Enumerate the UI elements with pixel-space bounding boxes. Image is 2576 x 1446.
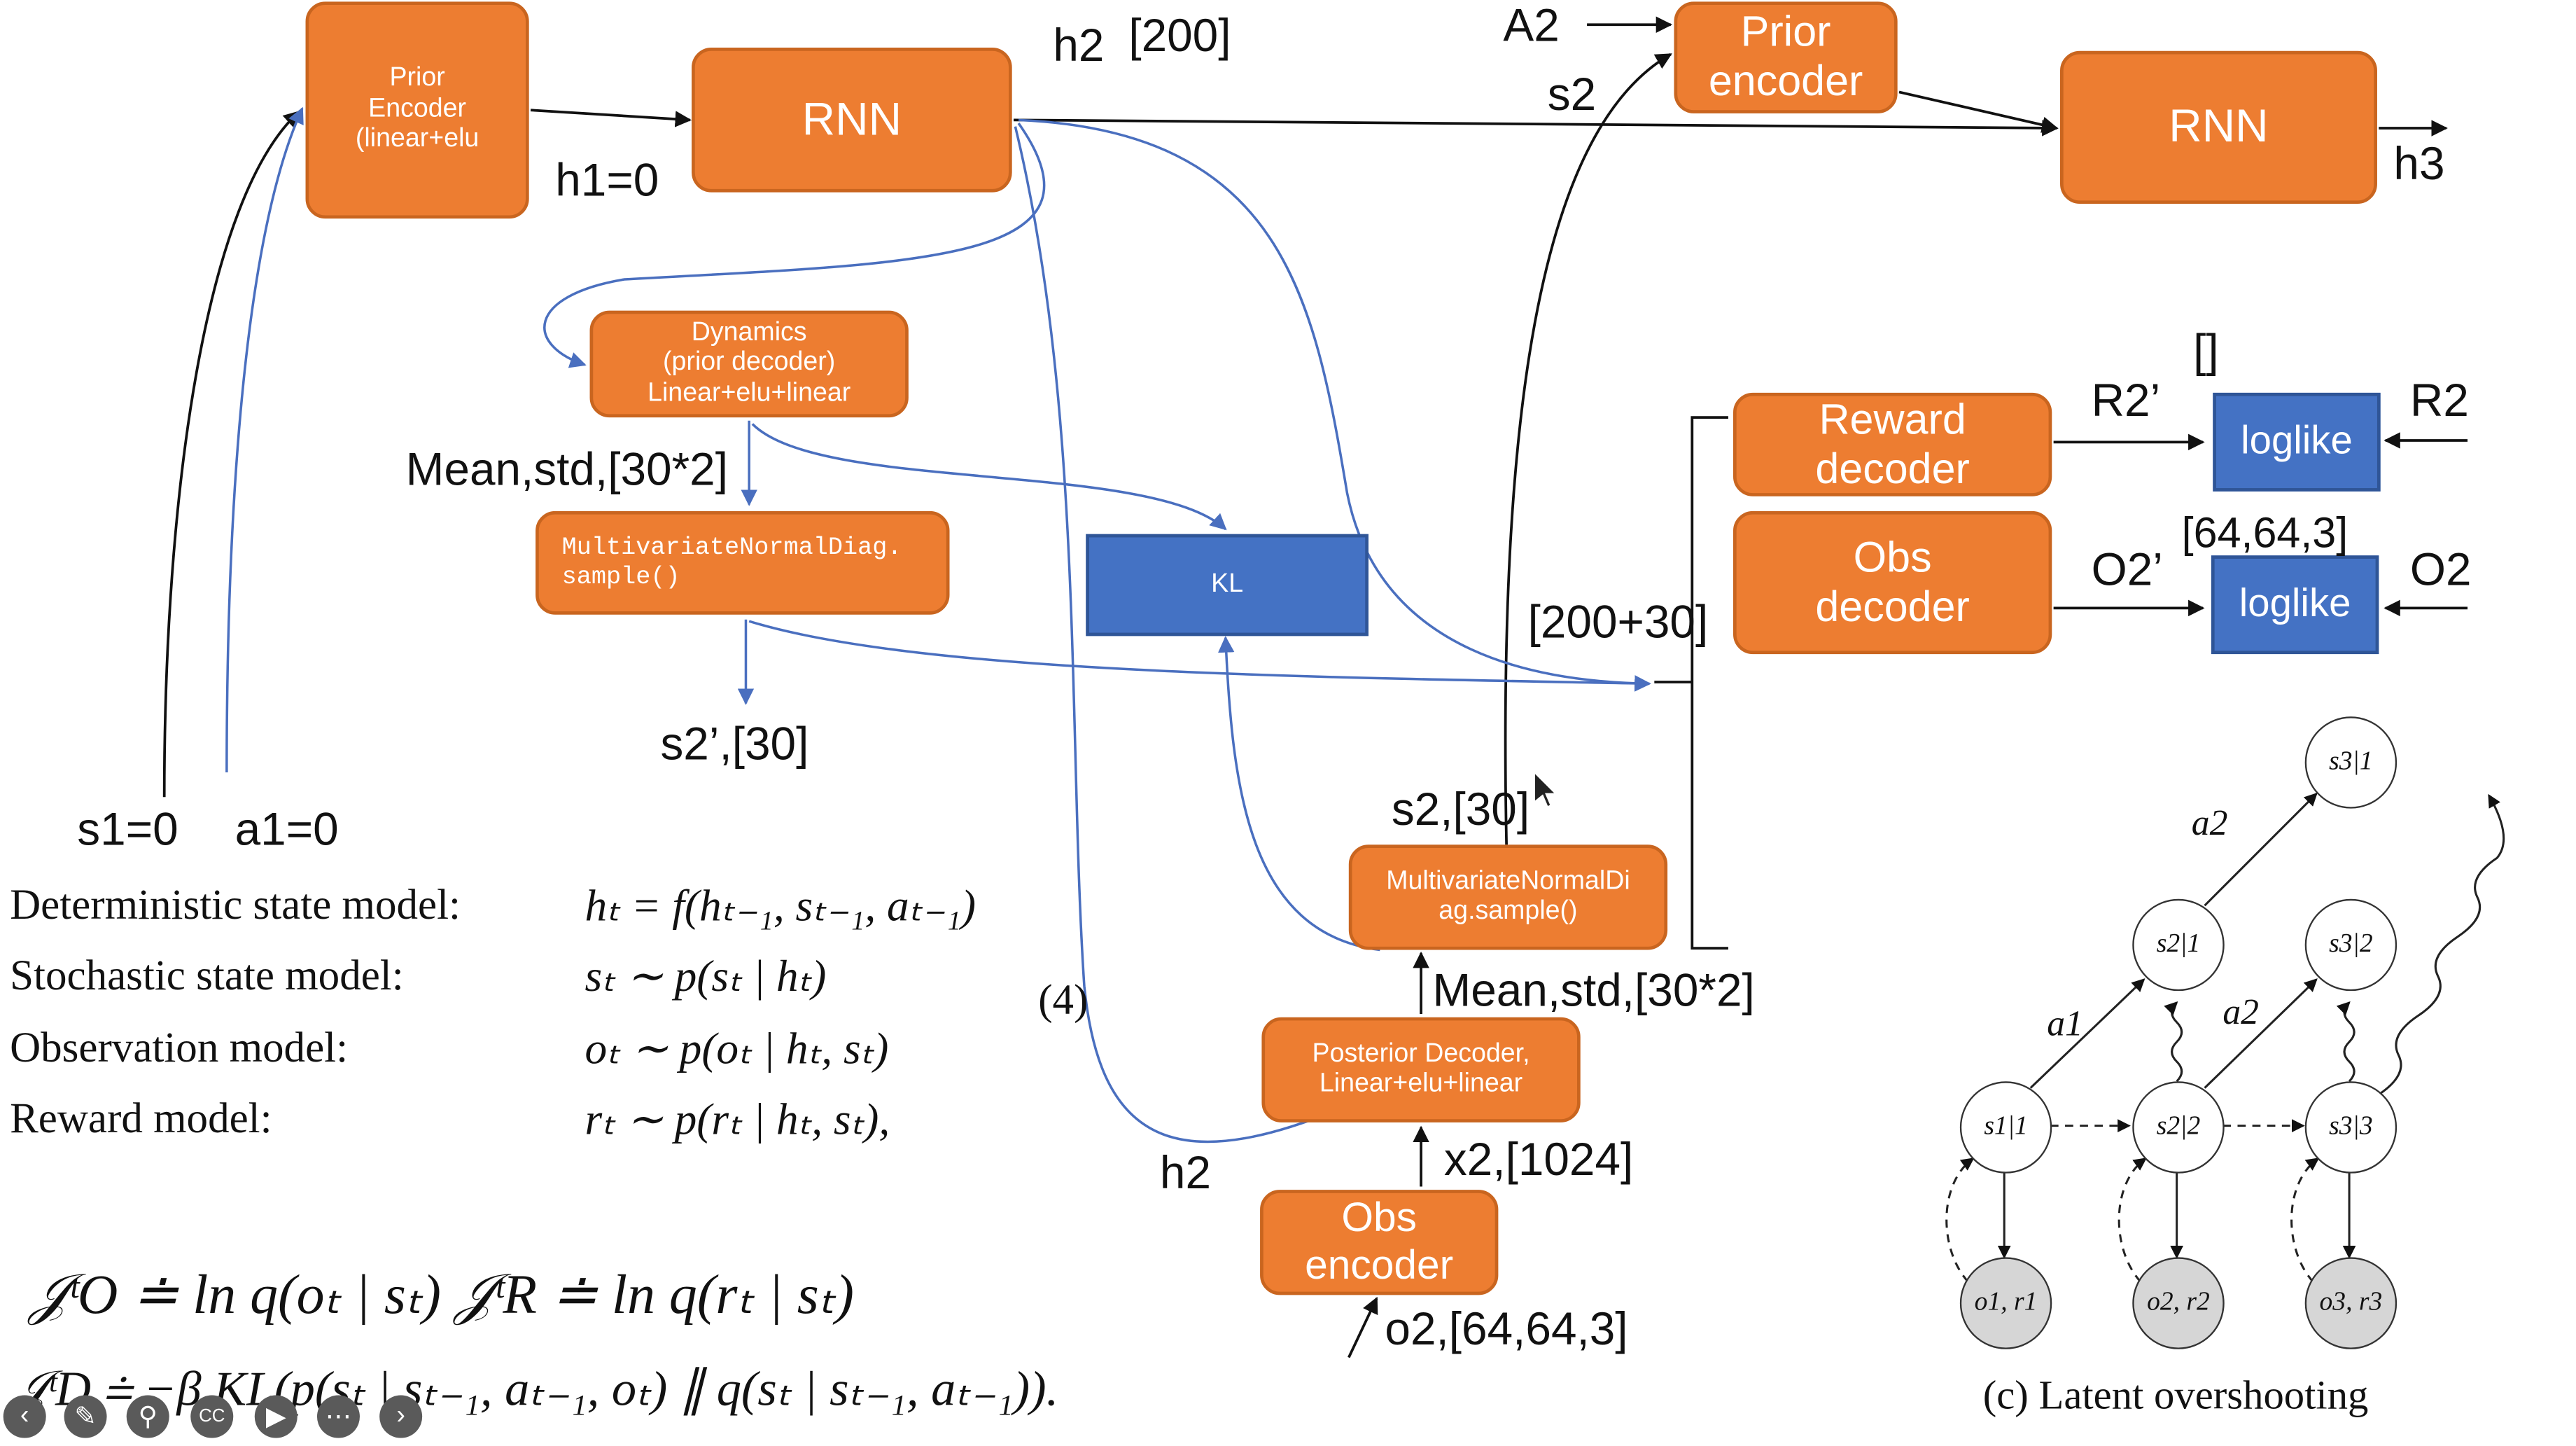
edge-rnn-to-posterior [1014, 126, 1382, 1143]
edge-rnn-to-dynamics [543, 123, 1046, 368]
label-h2: h2 [1053, 20, 1105, 71]
os-edge-s21-s31 [2204, 792, 2318, 907]
prior-encoder-box: Prior Encoder (linear+elu [305, 1, 529, 219]
objective-kl: 𝒥ᵗD ≐ −β KL(p(sₜ | sₜ₋₁, aₜ₋₁, oₜ) ∥ q(s… [13, 1362, 1059, 1417]
pen-icon[interactable]: ✎ [64, 1395, 107, 1438]
label-a1: a1=0 [234, 803, 339, 855]
edge-prior2-to-rnn2 [1898, 90, 2059, 133]
model-name-deterministic: Deterministic state model: [10, 880, 461, 929]
model-name-reward: Reward model: [10, 1094, 272, 1143]
model-name-observation: Observation model: [10, 1024, 349, 1072]
os-wavy-s22-s21 [2164, 1001, 2183, 1083]
label-r2: R2 [2409, 375, 2469, 426]
node-o3-r3: o3, r3 [2304, 1257, 2398, 1349]
label-x2: x2,[1024] [1443, 1134, 1634, 1186]
obs-encoder-box: Obs encoder [1260, 1190, 1499, 1295]
bracket-left [1690, 416, 1728, 950]
edge-label-a2-lower: a2 [2222, 991, 2259, 1032]
reward-decoder-box: Reward decoder [1732, 392, 2052, 496]
node-o2-r2: o2, r2 [2132, 1257, 2225, 1349]
edge-prior-to-rnn [530, 109, 692, 127]
loglike-obs-box: loglike [2211, 555, 2379, 655]
rnn-box: RNN [692, 48, 1012, 193]
edge-a1-to-prior-encoder [225, 106, 304, 773]
magnifier-icon[interactable]: ⚲ [126, 1395, 169, 1438]
label-mean-std-2: Mean,std,[30*2] [1432, 964, 1755, 1016]
label-dim-200: [200] [1128, 10, 1231, 61]
objective-observation-reward: 𝒥ᵗO ≐ ln q(oₜ | sₜ) 𝒥ᵗR ≐ ln q(rₜ | sₜ) [29, 1265, 854, 1326]
edge-rnn-to-rnn2 [1014, 118, 2059, 137]
model-formula-observation: oₜ ∼ p(oₜ | hₜ, sₜ) [584, 1024, 889, 1073]
os-wavy-s33-s32 [2336, 1001, 2356, 1083]
forward-icon[interactable]: › [379, 1395, 423, 1438]
edge-dynamics-to-kl [751, 423, 1227, 531]
label-a2: A2 [1503, 0, 1560, 51]
label-r2-prime: R2’ [2091, 375, 2161, 426]
label-dim-64: [64,64,3] [2181, 508, 2348, 557]
mouse-cursor-icon [1534, 770, 1558, 808]
node-o1-r1: o1, r1 [1959, 1257, 2052, 1349]
more-icon[interactable]: ⋯ [316, 1395, 360, 1438]
rnn-2-box: RNN [2060, 50, 2377, 204]
label-h2-bottom: h2 [1159, 1147, 1212, 1198]
label-o2: O2 [2409, 543, 2472, 595]
label-s1: s1=0 [77, 803, 178, 855]
node-s3-given-1: s3|1 [2304, 716, 2398, 809]
obs-decoder-box: Obs decoder [1732, 510, 2052, 655]
os-edge-s22-s32 [2204, 978, 2318, 1089]
model-formula-reward: rₜ ∼ p(rₜ | hₜ, sₜ), [584, 1094, 890, 1144]
loglike-reward-box: loglike [2213, 392, 2381, 492]
node-s2-given-1: s2|1 [2132, 898, 2225, 992]
edge-o2-to-obs-encoder [1348, 1296, 1378, 1358]
prior-encoder-2-box: Prior encoder [1674, 1, 1898, 113]
multivariate-sample-2-box: MultivariateNormalDi ag.sample() [1348, 844, 1668, 950]
edge-label-a1: a1 [2047, 1002, 2083, 1044]
edge-rnn-to-concat [1018, 118, 1651, 692]
edge-sample2-to-kl [1217, 636, 1380, 952]
label-equation-number: (4) [1038, 976, 1088, 1024]
label-s2-top: s2 [1547, 69, 1597, 120]
dynamics-prior-decoder-box: Dynamics (prior decoder) Linear+elu+line… [589, 310, 909, 418]
label-s2-30: s2,[30] [1391, 784, 1530, 835]
label-h1: h1=0 [555, 154, 659, 206]
video-icon[interactable]: ▶ [254, 1395, 298, 1438]
os-wavy-s33-s31 [2378, 793, 2505, 1096]
label-s2-prime: s2’,[30] [660, 718, 809, 770]
os-edge-o2-s22 [2118, 1158, 2147, 1283]
node-s3-given-3: s3|3 [2304, 1081, 2398, 1174]
edge-s2-to-prior2 [1504, 53, 1672, 845]
label-o2-prime: O2’ [2091, 543, 2163, 595]
posterior-decoder-box: Posterior Decoder, Linear+elu+linear [1261, 1017, 1581, 1122]
back-icon[interactable]: ‹ [3, 1395, 46, 1438]
label-o2-input: o2,[64,64,3] [1385, 1303, 1628, 1354]
node-s2-given-2: s2|2 [2132, 1081, 2225, 1174]
multivariate-sample-box: MultivariateNormalDiag. sample() [536, 510, 950, 615]
edge-s1-to-prior-encoder [162, 111, 300, 798]
kl-box: KL [1086, 534, 1368, 637]
os-edge-o1-s11 [1945, 1158, 1975, 1283]
label-bracket-glyph: [] [2193, 325, 2219, 377]
edge-label-a2-upper: a2 [2191, 802, 2228, 843]
edge-sample-to-concat [748, 620, 1651, 692]
label-concat: [200+30] [1527, 596, 1709, 648]
node-s3-given-2: s3|2 [2304, 898, 2398, 992]
os-edge-o3-s33 [2290, 1158, 2320, 1283]
model-formula-stochastic: sₜ ∼ p(sₜ | hₜ) [584, 951, 827, 1001]
os-edge-s11-s21 [2029, 978, 2146, 1089]
model-name-stochastic: Stochastic state model: [10, 951, 404, 999]
node-s1-given-1: s1|1 [1959, 1081, 2052, 1174]
captions-icon[interactable]: CC [190, 1395, 234, 1438]
label-h3: h3 [2393, 138, 2445, 189]
latent-overshooting-caption: (c) Latent overshooting [1982, 1374, 2369, 1419]
label-mean-std-1: Mean,std,[30*2] [405, 443, 728, 495]
model-formula-deterministic: hₜ = f(hₜ₋₁, sₜ₋₁, aₜ₋₁) [584, 880, 976, 931]
